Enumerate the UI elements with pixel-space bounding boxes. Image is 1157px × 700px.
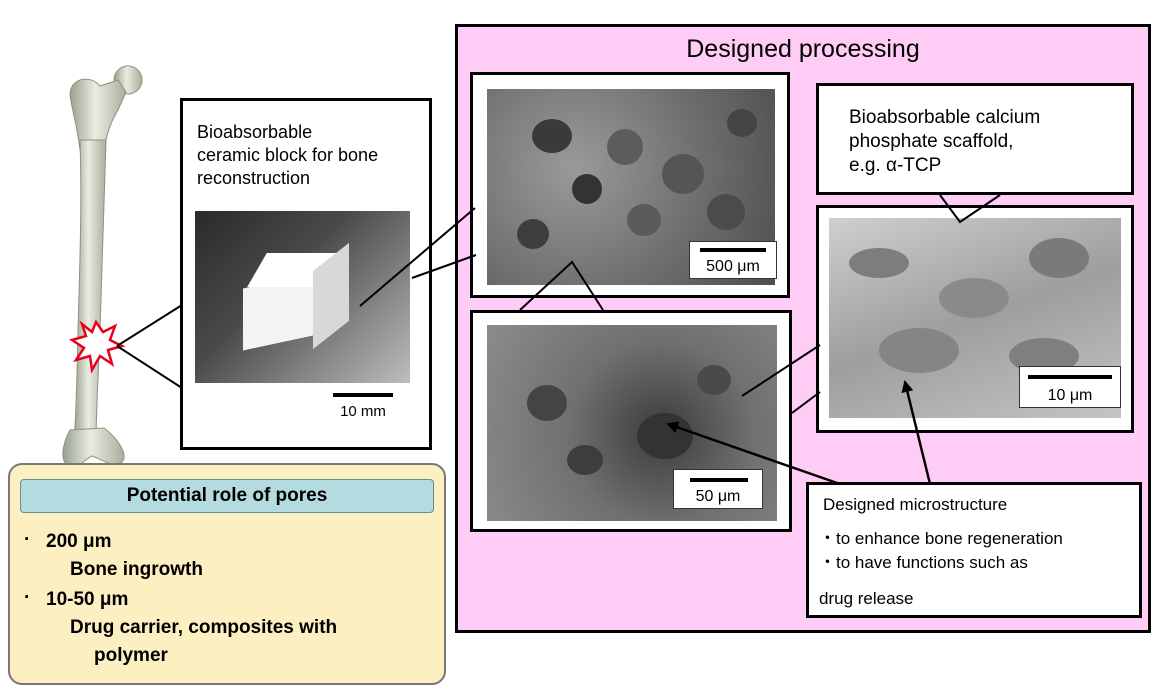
pores-bullet-1: · xyxy=(24,529,31,550)
scaffold-image-frame: 10 μm xyxy=(816,205,1134,433)
pointer-arrow xyxy=(666,421,841,486)
connector-line xyxy=(741,344,821,397)
sem-top-frame: 500 μm xyxy=(470,72,790,298)
pointer-arrow xyxy=(901,380,932,485)
pores-role-1: Bone ingrowth xyxy=(70,559,203,580)
sem-top-scale-label: 500 μm xyxy=(706,258,760,275)
pores-size-1: 200 μm xyxy=(46,531,112,552)
scaffold-callout: Bioabsorbable calcium phosphate scaffold… xyxy=(816,83,1134,195)
sem-bottom-frame: 50 μm xyxy=(470,310,792,532)
scaffold-callout-line-2: phosphate scaffold, xyxy=(849,131,1014,152)
designed-processing-title: Designed processing xyxy=(686,35,920,63)
ceramic-callout-line-1: Bioabsorbable xyxy=(197,122,313,142)
microstructure-bullet-1: ・to enhance bone regeneration xyxy=(819,529,1063,548)
connector-line xyxy=(939,194,1001,224)
connector-line xyxy=(411,254,477,279)
sem-top-scalebar: 500 μm xyxy=(689,241,777,279)
sem-bottom-scalebar: 50 μm xyxy=(673,469,763,509)
fracture-burst-icon xyxy=(69,319,126,374)
scaffold-callout-line-1: Bioabsorbable calcium xyxy=(849,107,1041,128)
scaffold-callout-line-3: e.g. α-TCP xyxy=(849,155,942,176)
pores-heading: Potential role of pores xyxy=(20,479,434,513)
ceramic-scale-bar xyxy=(333,393,393,397)
pores-role-2-line-2: polymer xyxy=(94,645,168,666)
ceramic-cube-photo xyxy=(195,211,410,383)
pores-role-2-line-1: Drug carrier, composites with xyxy=(70,617,338,638)
ceramic-callout-line-3: reconstruction xyxy=(197,168,311,188)
pores-bullet-2: · xyxy=(24,587,31,608)
connector-line xyxy=(791,391,821,414)
sem-bottom-scale-label: 50 μm xyxy=(695,488,741,505)
scaffold-scale-label: 10 μm xyxy=(1047,387,1093,404)
pores-info-box: Potential role of pores · 200 μm Bone in… xyxy=(8,463,446,685)
microstructure-title: Designed microstructure xyxy=(823,495,1008,514)
connector-line xyxy=(359,207,476,307)
ceramic-callout: Bioabsorbable ceramic block for bone rec… xyxy=(180,98,432,450)
microstructure-callout: Designed microstructure ・to enhance bone… xyxy=(806,482,1142,618)
scaffold-scalebar: 10 μm xyxy=(1019,366,1121,408)
microstructure-continuation: drug release xyxy=(819,589,914,608)
pores-size-2: 10-50 μm xyxy=(46,589,129,610)
ceramic-scale-label: 10 mm xyxy=(340,403,386,420)
ceramic-callout-line-2: ceramic block for bone xyxy=(197,145,379,165)
connector-line xyxy=(519,260,604,311)
microstructure-bullet-2: ・to have functions such as xyxy=(819,553,1028,572)
